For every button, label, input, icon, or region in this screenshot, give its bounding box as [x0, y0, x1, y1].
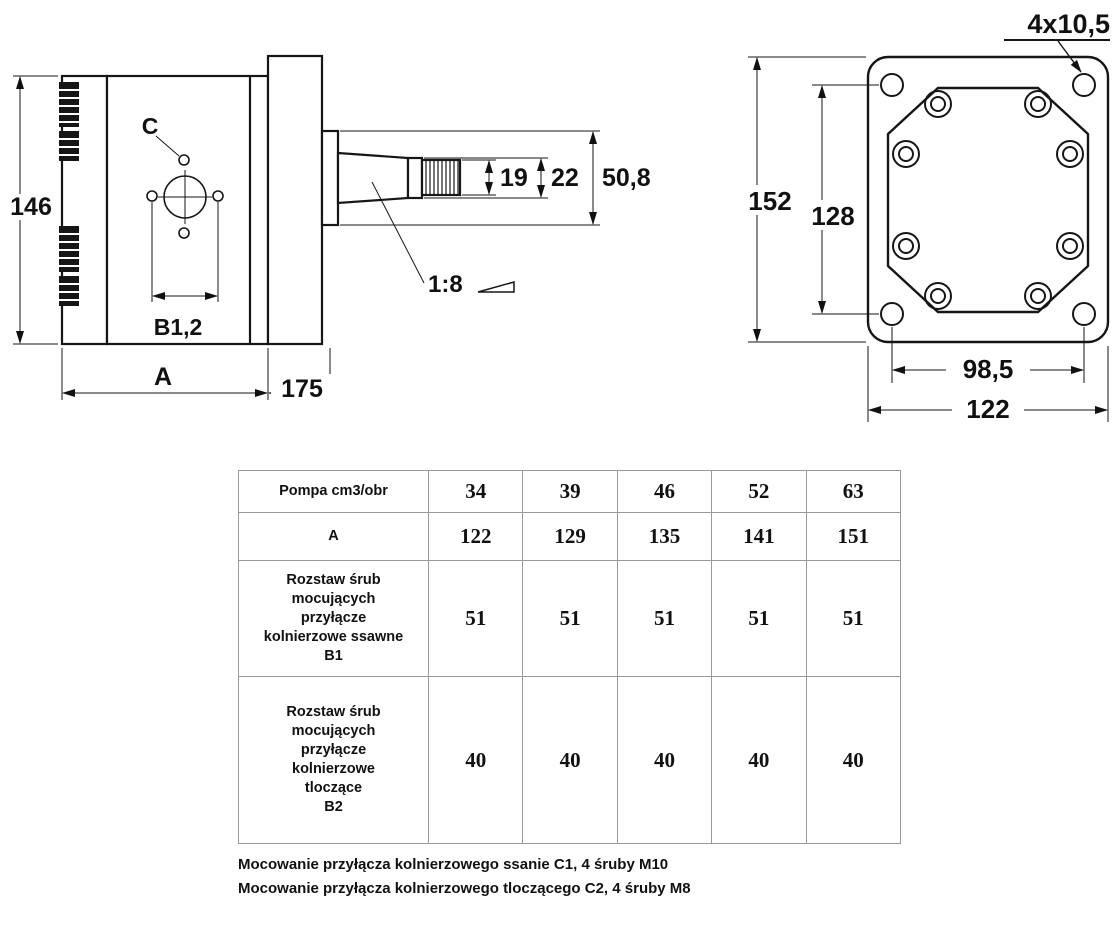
shaft-neck: [406, 156, 424, 200]
label-b12: B1,2: [154, 314, 203, 340]
table-cell: 51: [522, 560, 618, 677]
table-cell: 51: [616, 560, 713, 677]
table-cell: 141: [711, 512, 807, 561]
table-cell: 40: [805, 676, 902, 844]
label-c: C: [142, 113, 159, 139]
pump-body: [105, 74, 270, 346]
dim-122-label: 122: [966, 394, 1009, 424]
dim-a-label: A: [154, 363, 172, 391]
flange-holes: [880, 73, 1096, 326]
taper-ratio-label: 1:8: [428, 271, 463, 298]
dim-985-label: 98,5: [963, 354, 1014, 384]
footnote-c2: Mocowanie przyłącza kolnierzowego tloczą…: [238, 880, 691, 897]
table-row-b2: Rozstaw śrub mocujących przyłącze kolnie…: [238, 676, 902, 844]
dim-508-label: 50,8: [602, 164, 651, 192]
dim-128-label: 128: [811, 201, 854, 231]
footnotes: Mocowanie przyłącza kolnierzowego ssanie…: [238, 853, 691, 901]
technical-drawing: 146 C B1,2 A 175 19 22 50,8 1:8: [3, 9, 1110, 424]
row-header-a: A: [238, 512, 429, 561]
table-row-a: A 122 129 135 141 151: [238, 512, 902, 561]
table-cell: 151: [805, 512, 902, 561]
table-cell: 46: [616, 470, 713, 513]
table-cell: 52: [711, 470, 807, 513]
port-screws: [59, 82, 79, 306]
table-cell: 39: [522, 470, 618, 513]
row-header-b2: Rozstaw śrub mocujących przyłącze kolnie…: [238, 676, 429, 844]
side-view: 146 C B1,2 A 175 19 22 50,8 1:8: [3, 54, 651, 403]
table-cell: 40: [427, 676, 524, 844]
table-row-b1: Rozstaw śrub mocujących przyłącze kolnie…: [238, 560, 902, 677]
mounting-face-holes: [146, 154, 224, 239]
spec-table: Pompa cm3/obr 34 39 46 52 63 A 122 129 1…: [238, 470, 902, 844]
footnote-c1: Mocowanie przyłącza kolnierzowego ssanie…: [238, 856, 669, 873]
taper-symbol-icon: [477, 281, 515, 293]
table-cell: 51: [711, 560, 807, 677]
flange-octagon-boss: [886, 86, 1090, 314]
table-cell: 129: [522, 512, 618, 561]
row-header-displacement: Pompa cm3/obr: [238, 470, 429, 513]
table-cell: 122: [427, 512, 524, 561]
dim-19-label: 19: [500, 164, 528, 192]
table-cell: 135: [616, 512, 713, 561]
dim-175-label: 175: [281, 375, 323, 403]
table-cell: 40: [711, 676, 807, 844]
dim-22-label: 22: [551, 164, 579, 192]
dim-146-label: 146: [10, 193, 52, 221]
spline-hatch: [425, 160, 459, 195]
table-cell: 34: [427, 470, 524, 513]
table-cell: 40: [522, 676, 618, 844]
table-cell: 51: [427, 560, 524, 677]
table-cell: 40: [616, 676, 713, 844]
dim-152-label: 152: [748, 186, 791, 216]
front-view: 4x10,5 152 128 98,5 122: [741, 9, 1110, 424]
front-labels: 4x10,5 152 128 98,5 122: [741, 9, 1110, 424]
pilot-boss: [320, 129, 340, 227]
corner-holes-label: 4x10,5: [1027, 9, 1110, 39]
row-header-b1: Rozstaw śrub mocujących przyłącze kolnie…: [238, 560, 429, 677]
table-row-displacement: Pompa cm3/obr 34 39 46 52 63: [238, 470, 902, 513]
table-cell: 51: [805, 560, 902, 677]
tapered-shaft: [336, 151, 410, 205]
table-cell: 63: [805, 470, 902, 513]
side-labels: 146 C B1,2 A 175 19 22 50,8 1:8: [3, 113, 651, 403]
mounting-flange-side: [266, 54, 324, 346]
side-dimension-lines: [13, 75, 600, 400]
